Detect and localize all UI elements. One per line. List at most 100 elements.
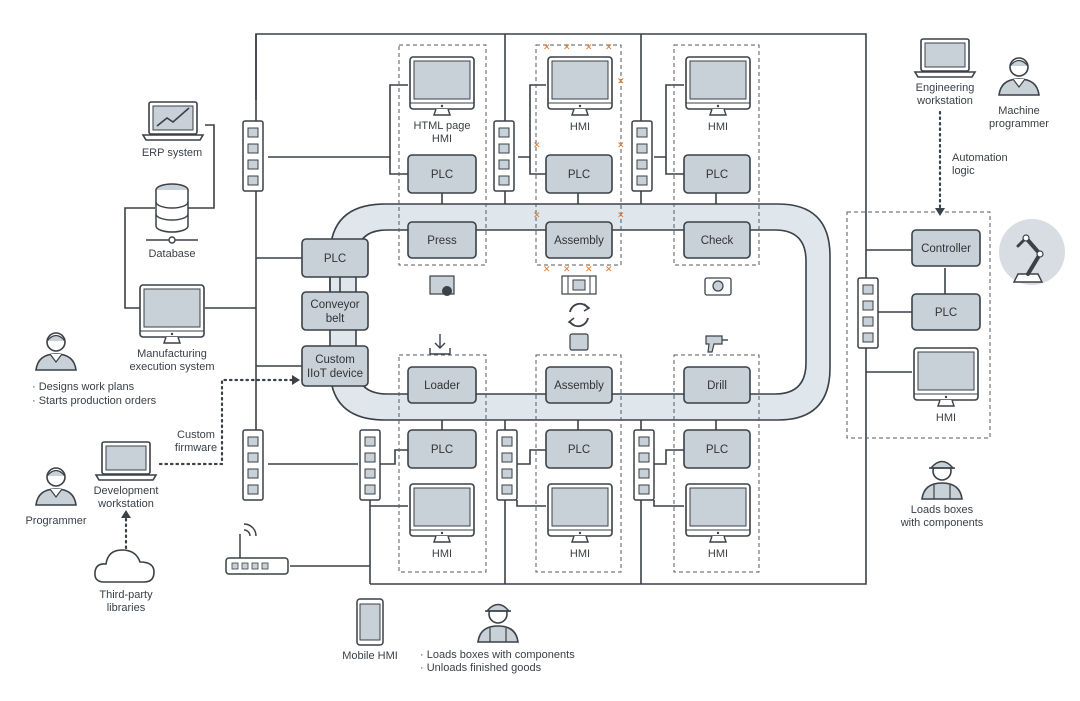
bottom-station-2: Assembly PLC HMI xyxy=(545,366,613,560)
top-station-1: HTML page HMI PLC Press xyxy=(407,56,477,259)
plc-label: PLC xyxy=(568,444,590,456)
libs-label: libraries xyxy=(107,602,146,614)
laptop-icon[interactable] xyxy=(914,38,976,78)
machine-programmer: Machine programmer xyxy=(989,57,1049,130)
hmi-label: HMI xyxy=(570,121,590,133)
press-gear-icon xyxy=(429,275,455,296)
mes-label: execution system xyxy=(130,361,215,373)
hmi-label: HMI xyxy=(432,548,452,560)
laptop-chart-icon[interactable] xyxy=(142,101,204,141)
plc-box[interactable] xyxy=(683,154,751,194)
assembly-frame-markers: ✕ ✕ ✕ ✕ ✕ ✕ ✕ ✕ ✕ ✕ ✕ ✕ ✕ xyxy=(533,42,625,274)
mobile-hmi: Mobile HMI xyxy=(342,598,398,662)
arrow-icon xyxy=(935,208,945,216)
check-machine[interactable] xyxy=(683,221,751,259)
custom-firmware-label: firmware xyxy=(175,442,217,454)
database-icon[interactable] xyxy=(146,183,198,244)
svg-text:✕: ✕ xyxy=(605,264,613,274)
machine-label: Press xyxy=(427,235,457,247)
conveyor-belt-box[interactable] xyxy=(301,291,369,331)
planner-note: · Designs work plans xyxy=(32,381,135,393)
network-switch-icon xyxy=(242,120,264,192)
hmi-monitor-icon[interactable] xyxy=(685,56,751,116)
svg-text:✕: ✕ xyxy=(543,264,551,274)
robot-cell: Controller PLC HMI xyxy=(857,229,981,424)
network-switch-icon xyxy=(359,429,381,501)
plc-label: PLC xyxy=(568,169,590,181)
drill-machine[interactable] xyxy=(683,366,751,404)
loader-label: with components xyxy=(900,517,984,529)
assembly-machine[interactable] xyxy=(545,221,613,259)
mobile-hmi-label: Mobile HMI xyxy=(342,650,398,662)
eng-ws-label: workstation xyxy=(916,95,973,107)
hmi-monitor-icon[interactable] xyxy=(409,483,475,543)
press-machine[interactable] xyxy=(407,221,477,259)
controller-box[interactable] xyxy=(911,229,981,267)
automation-logic-label: Automation xyxy=(952,152,1008,164)
laptop-icon[interactable] xyxy=(95,441,157,481)
station-frames xyxy=(398,44,991,573)
process-icons xyxy=(429,275,732,355)
hmi-monitor-icon[interactable] xyxy=(913,347,979,407)
robot-plc-box[interactable] xyxy=(911,293,981,331)
assembly-machine[interactable] xyxy=(545,366,613,404)
mes-monitor-icon[interactable] xyxy=(139,284,205,344)
plc-box[interactable] xyxy=(407,429,477,469)
cycle-arrows-icon xyxy=(567,302,591,328)
network-switch-icon xyxy=(496,429,518,501)
svg-text:✕: ✕ xyxy=(533,140,541,150)
svg-text:✕: ✕ xyxy=(533,210,541,220)
network-switch-icon xyxy=(242,429,264,501)
worker-note: · Unloads finished goods xyxy=(420,662,542,674)
hmi-monitor-icon[interactable] xyxy=(409,56,475,116)
custom-firmware-label: Custom xyxy=(177,429,215,441)
hmi-label: HMI xyxy=(708,548,728,560)
bottom-station-3: Drill PLC HMI xyxy=(683,366,751,560)
planner: · Designs work plans · Starts production… xyxy=(32,332,157,407)
top-station-2: HMI PLC Assembly xyxy=(545,56,613,259)
camera-icon xyxy=(704,277,732,296)
arrow-icon xyxy=(292,375,300,385)
conveyor-belt-label: Conveyor xyxy=(310,299,359,311)
iiot-device-label: IIoT device xyxy=(307,368,363,380)
router-icon[interactable] xyxy=(225,523,289,575)
dev-ws-label: Development xyxy=(94,485,159,497)
erp-label: ERP system xyxy=(142,147,202,159)
hmi-label: HTML page xyxy=(413,120,470,132)
engineering-workstation: Engineering workstation xyxy=(914,38,976,216)
cloud-icon xyxy=(94,549,155,583)
machine-label: Assembly xyxy=(554,380,604,392)
worker-note: · Loads boxes with components xyxy=(420,649,575,661)
iiot-device-box[interactable] xyxy=(301,345,369,387)
plc-label: PLC xyxy=(706,444,728,456)
robot-arm-icon xyxy=(999,219,1065,285)
assembly-roller-icon xyxy=(561,275,597,295)
controller-label: Controller xyxy=(921,243,971,255)
svg-text:✕: ✕ xyxy=(585,264,593,274)
svg-text:✕: ✕ xyxy=(585,42,593,52)
svg-text:✕: ✕ xyxy=(605,42,613,52)
arrow-icon xyxy=(121,510,131,518)
svg-text:✕: ✕ xyxy=(563,264,571,274)
plc-box[interactable] xyxy=(545,429,613,469)
person-icon xyxy=(35,332,77,371)
conveyor-plc-box[interactable] xyxy=(301,238,369,278)
mobile-phone-icon[interactable] xyxy=(356,598,384,646)
mes: Manufacturing execution system xyxy=(130,284,215,373)
loader-machine[interactable] xyxy=(407,366,477,404)
plc-box[interactable] xyxy=(545,154,613,194)
machine-programmer-label: programmer xyxy=(989,118,1049,130)
hmi-monitor-icon[interactable] xyxy=(547,483,613,543)
hmi-monitor-icon[interactable] xyxy=(685,483,751,543)
svg-text:✕: ✕ xyxy=(617,76,625,86)
download-tray-icon xyxy=(429,334,451,355)
plc-label: PLC xyxy=(431,169,453,181)
programmer-label: Programmer xyxy=(25,515,86,527)
plc-box[interactable] xyxy=(683,429,751,469)
hmi-monitor-icon[interactable] xyxy=(547,56,613,116)
floor-worker: · Loads boxes with components · Unloads … xyxy=(420,603,575,674)
plc-box[interactable] xyxy=(407,154,477,194)
worker-icon xyxy=(921,460,963,500)
dev-ws-label: workstation xyxy=(97,498,154,510)
erp-system: ERP system xyxy=(142,101,204,159)
